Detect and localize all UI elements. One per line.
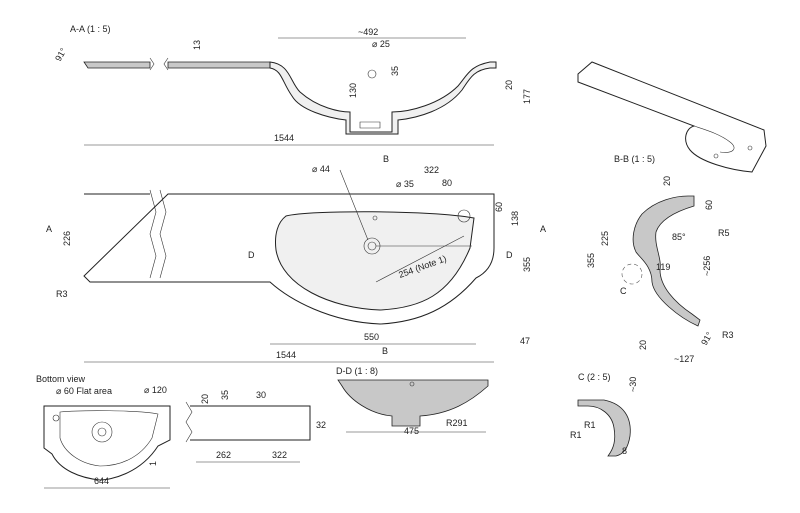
dim-bv-120: ⌀ 120 <box>144 385 167 395</box>
dim-dd-475: 475 <box>404 426 419 436</box>
dim-c-8: 8 <box>622 446 627 456</box>
dim-bb-256: ~256 <box>702 256 712 276</box>
dim-plan-47: 47 <box>520 336 530 346</box>
detail-c-title: C (2 : 5) <box>578 372 611 382</box>
label-plan-a-left: A <box>46 224 52 234</box>
dim-aa-1544: 1544 <box>274 133 294 143</box>
dim-c-r1a: R1 <box>584 420 596 430</box>
dim-bb-119: 119 <box>656 262 670 272</box>
label-plan-a-right: A <box>540 224 546 234</box>
dim-plan-226: 226 <box>62 231 72 246</box>
section-bb: B-B (1 : 5) 20 60 225 355 85° R5 119 ~25… <box>586 154 734 364</box>
dim-plan-44: ⌀ 44 <box>312 164 330 174</box>
dim-aa-25: ⌀ 25 <box>372 39 390 49</box>
dim-bb-r3: R3 <box>722 330 734 340</box>
dim-c-30: ~30 <box>628 377 638 392</box>
dim-c-r1b: R1 <box>570 430 582 440</box>
label-plan-r3: R3 <box>56 289 68 299</box>
dim-bb-60: 60 <box>704 200 714 210</box>
dim-bv-1: 1 <box>148 461 158 466</box>
dim-aa-130: 130 <box>348 83 358 98</box>
dim-plan-322: 322 <box>424 165 439 175</box>
dim-aa-13: 13 <box>192 40 202 50</box>
dim-plan-138: 138 <box>510 211 520 226</box>
dim-bb-225: 225 <box>600 231 610 246</box>
dim-aa-177: 177 <box>522 89 532 104</box>
section-aa: A-A (1 : 5) ~492 ⌀ 25 13 35 130 20 177 1… <box>53 24 532 146</box>
dim-bv-flat: ⌀ 60 Flat area <box>56 386 112 396</box>
dim-bv-30: 30 <box>256 390 266 400</box>
detail-c: C (2 : 5) ~30 R1 R1 8 <box>570 372 638 457</box>
dim-bb-r5: R5 <box>718 228 730 238</box>
dim-aa-20: 20 <box>504 80 514 90</box>
dim-bb-85: 85° <box>672 232 686 242</box>
label-plan-d-left: D <box>248 250 255 260</box>
dim-bv-32: 32 <box>316 420 326 430</box>
dim-bb-20b: 20 <box>638 340 648 350</box>
bottom-view: Bottom view ⌀ 60 Flat area ⌀ 120 1 644 2… <box>36 374 326 489</box>
plan-view: ⌀ 44 B 322 ⌀ 35 80 60 138 226 A A D D 25… <box>46 154 546 363</box>
dim-bv-322: 322 <box>272 450 287 460</box>
dim-bv-262: 262 <box>216 450 231 460</box>
dim-bv-20: 20 <box>200 394 210 404</box>
section-bb-title: B-B (1 : 5) <box>614 154 655 164</box>
dim-bv-35: 35 <box>220 390 230 400</box>
dim-bb-20: 20 <box>662 176 672 186</box>
label-plan-b-top: B <box>383 154 389 164</box>
iso-view <box>577 61 767 173</box>
section-dd: D-D (1 : 8) 475 R291 <box>336 366 489 436</box>
dim-bb-355: 355 <box>586 253 596 268</box>
section-aa-title: A-A (1 : 5) <box>70 24 111 34</box>
label-bb-c: C <box>620 286 627 296</box>
label-plan-b-bottom: B <box>382 346 388 356</box>
dim-plan-550: 550 <box>364 332 379 342</box>
dim-aa-35: 35 <box>390 66 400 76</box>
dim-plan-355: 355 <box>522 257 532 272</box>
dim-bv-644: 644 <box>94 476 109 486</box>
dim-bb-91: 91° <box>699 330 715 347</box>
dim-aa-492: ~492 <box>358 27 378 37</box>
dim-plan-80: 80 <box>442 178 452 188</box>
dim-plan-60: 60 <box>494 202 504 212</box>
dim-bb-127: ~127 <box>674 354 694 364</box>
dim-dd-r291: R291 <box>446 418 468 428</box>
bottom-view-title: Bottom view <box>36 374 86 384</box>
dim-aa-91: 91° <box>53 46 69 63</box>
dim-plan-1544: 1544 <box>276 350 296 360</box>
section-dd-title: D-D (1 : 8) <box>336 366 378 376</box>
label-plan-d-right: D <box>506 250 513 260</box>
dim-plan-35: ⌀ 35 <box>396 179 414 189</box>
